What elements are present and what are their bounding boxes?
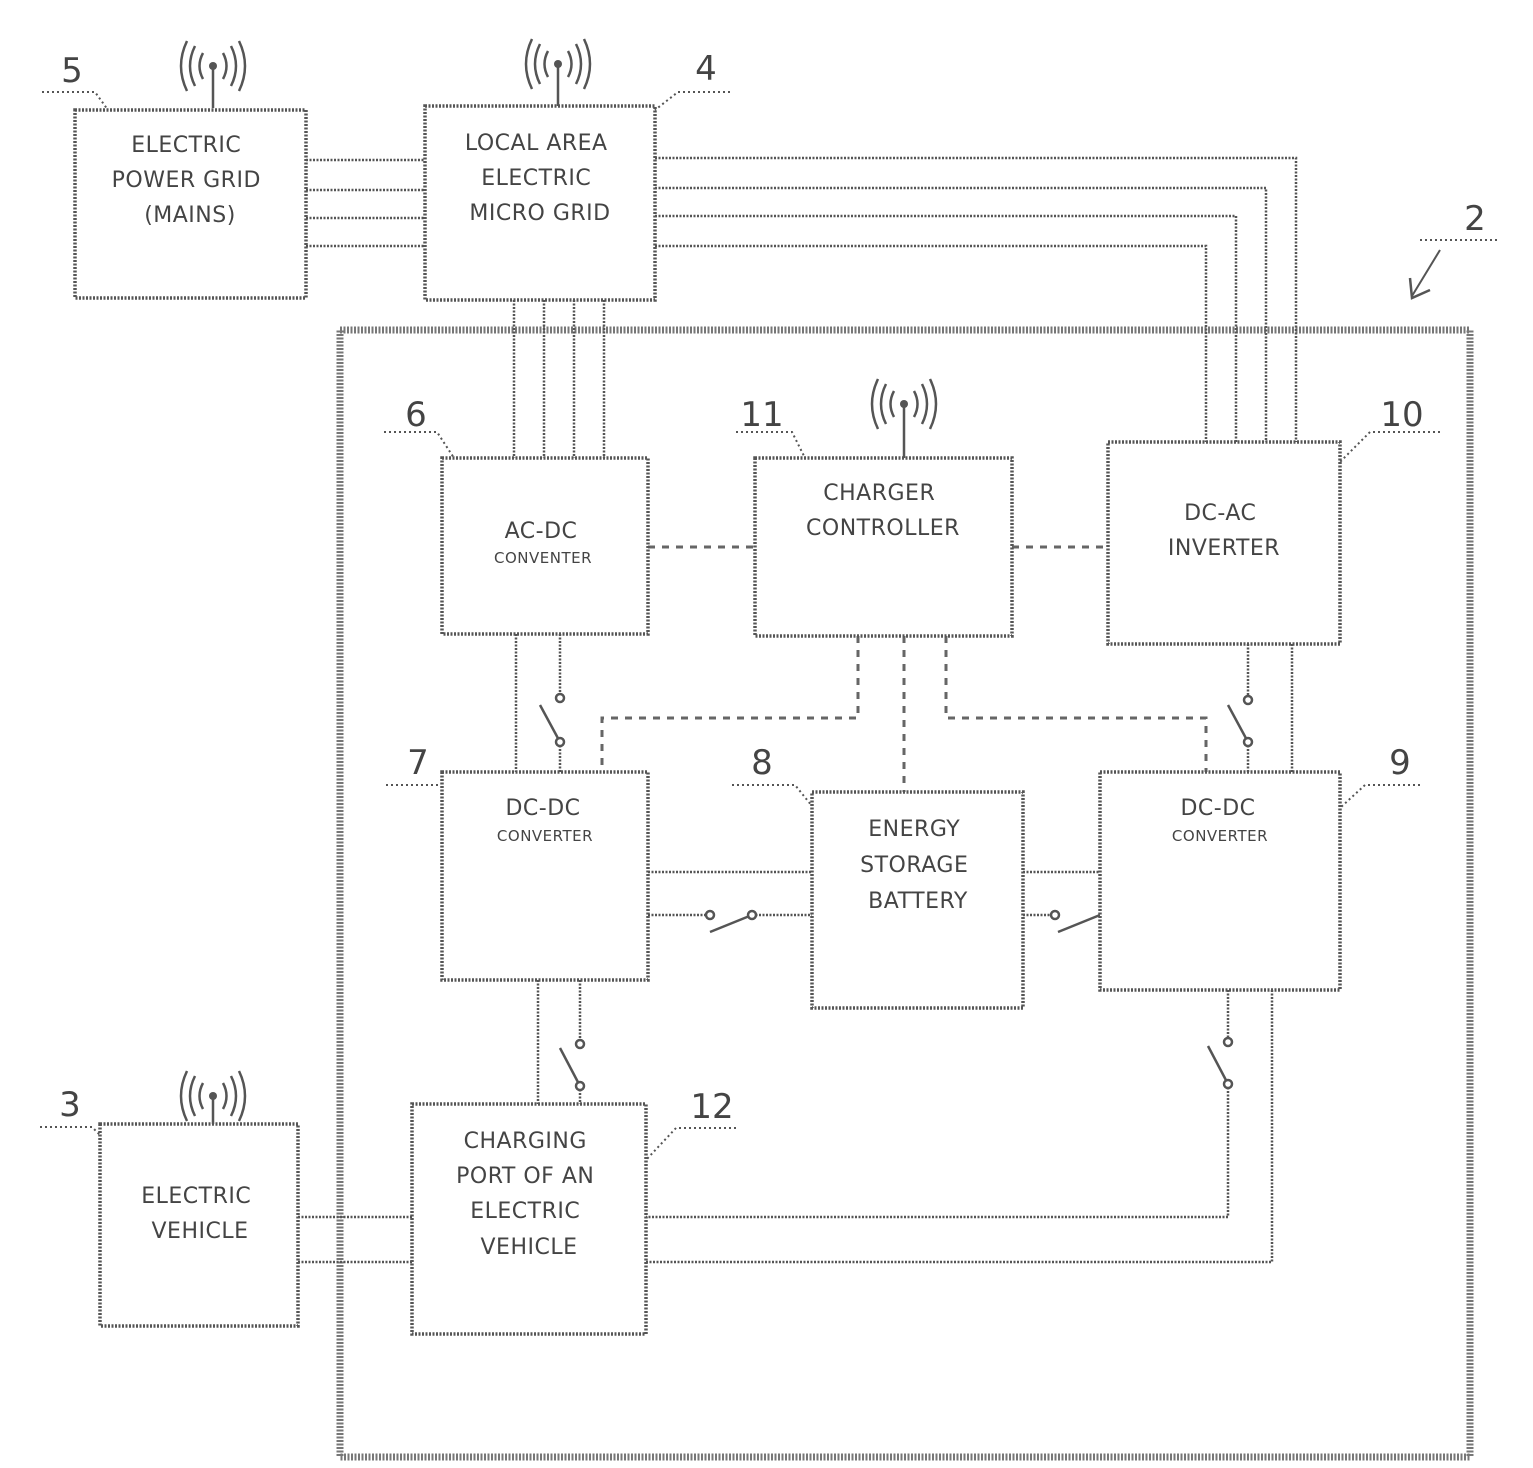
ref-9: 9 [1389,743,1411,783]
switch-dcdc9-port [1208,1046,1228,1084]
battery-label: ENERGY STORAGE BATTERY [860,817,976,914]
ref-2: 2 [1464,199,1486,239]
dc-dc-7-label: DC-DC CONVERTER [497,796,593,845]
ref-3: 3 [59,1085,81,1125]
antenna-icon [181,41,245,108]
microgrid-to-acdc-lines [514,300,604,458]
ref-7: 7 [407,743,429,783]
dcdc9-to-port-lines [646,990,1272,1262]
ref-11: 11 [740,395,783,435]
dcdc7-to-port-lines [538,980,584,1104]
micro-grid-label: LOCAL AREA ELECTRIC MICRO GRID [465,131,615,226]
grid-to-microgrid-lines [306,160,425,246]
dcac-to-dcdc9-lines [1228,644,1292,772]
ref-12: 12 [690,1087,733,1127]
switch-battery-dcdc9 [1058,915,1100,932]
ref-5: 5 [61,51,83,91]
vehicle-to-port-lines [298,1217,412,1262]
ref-6: 6 [405,395,427,435]
ac-dc-label: AC-DC CONVENTER [494,519,592,567]
dcdc7-to-battery-lines [648,872,812,932]
antenna-icon [526,39,590,106]
antenna-icon [872,379,936,458]
switch-dcdc7-battery [710,915,752,932]
switch-acdc-dcdc7 [540,705,560,742]
antenna-icon [181,1071,245,1124]
ref-8: 8 [751,743,773,783]
battery-to-dcdc9-lines [1023,872,1100,932]
ref-10: 10 [1380,395,1423,435]
dc-dc-9-label: DC-DC CONVERTER [1172,796,1268,845]
acdc-to-dcdc7-lines [516,634,564,772]
switch-dcdc7-port [560,1048,580,1086]
ref-4: 4 [695,49,717,89]
ac-dc-converter-block [442,458,648,634]
enclosure-arrow-icon [1410,240,1500,298]
switch-dcac-dcdc9 [1228,705,1248,742]
